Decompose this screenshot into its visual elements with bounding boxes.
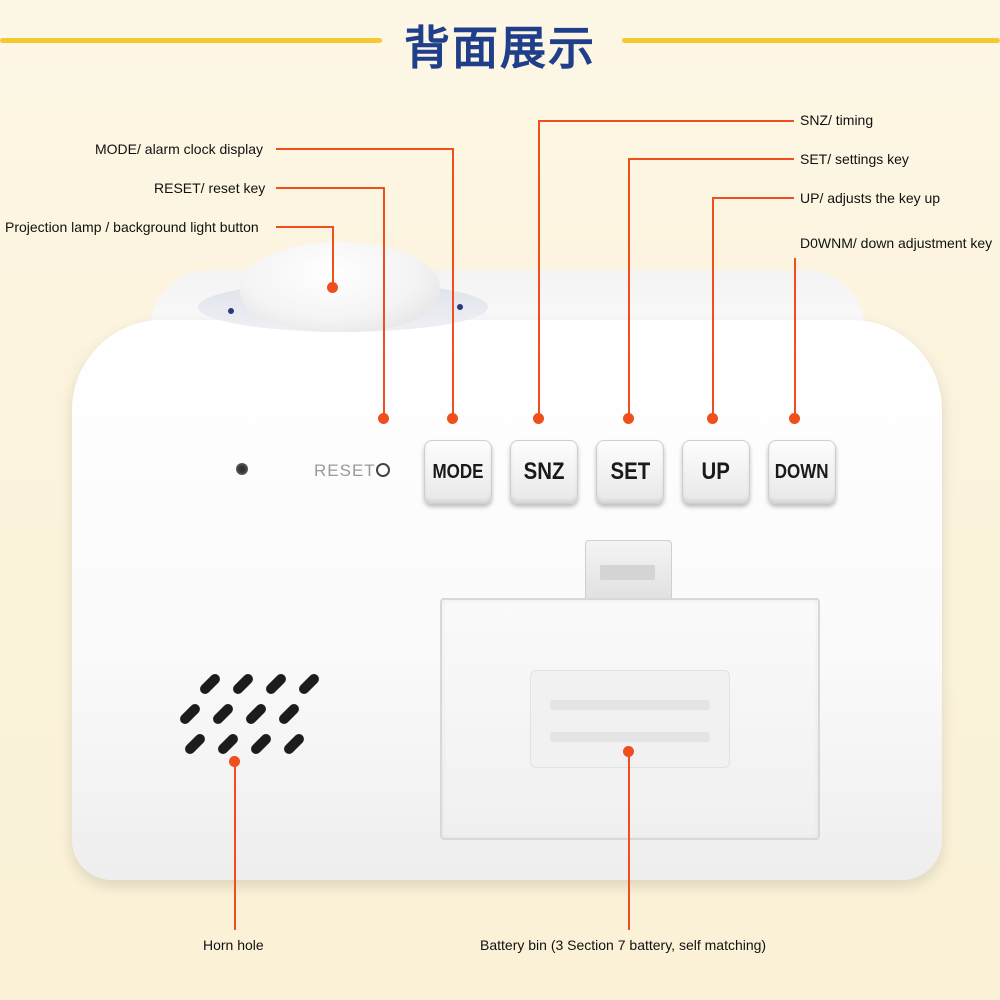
callout-set-label: SET/ settings key xyxy=(800,151,909,167)
set-button[interactable]: SET xyxy=(596,440,664,504)
callout-reset-label: RESET/ reset key xyxy=(154,180,266,196)
title-line-right xyxy=(622,38,1000,43)
callout-up-label: UP/ adjusts the key up xyxy=(800,190,941,206)
reset-button[interactable] xyxy=(376,463,390,477)
emboss-text-line xyxy=(550,732,710,742)
callout-set-line xyxy=(628,158,630,418)
callout-reset-dot xyxy=(378,413,389,424)
title-line-left xyxy=(0,38,382,43)
callout-snz-dot xyxy=(533,413,544,424)
callout-down-dot xyxy=(789,413,800,424)
callout-projection-dot xyxy=(327,282,338,293)
callout-battery-dot xyxy=(623,746,634,757)
callout-battery-line xyxy=(628,752,630,930)
callout-set-line xyxy=(628,158,794,160)
callout-up-line xyxy=(712,197,714,418)
projector-screw xyxy=(228,308,234,314)
up-button[interactable]: UP xyxy=(682,440,750,504)
callout-projection-line xyxy=(276,226,334,228)
callout-reset-line xyxy=(276,187,385,189)
mode-button[interactable]: MODE xyxy=(424,440,492,504)
callout-projection-label: Projection lamp / background light butto… xyxy=(5,219,259,235)
emboss-text-line xyxy=(550,700,710,710)
callout-up-line xyxy=(712,197,794,199)
callout-down-label: D0WNM/ down adjustment key xyxy=(800,235,993,251)
page-title: 背面展示 xyxy=(404,21,596,75)
callout-battery-label: Battery bin (3 Section 7 battery, self m… xyxy=(480,937,767,953)
down-button[interactable]: DOWN xyxy=(768,440,836,504)
callout-snz-label: SNZ/ timing xyxy=(800,112,874,128)
projection-lamp-button[interactable] xyxy=(240,242,440,332)
callout-horn-label: Horn hole xyxy=(203,937,264,953)
callout-set-dot xyxy=(623,413,634,424)
callout-snz-line xyxy=(538,120,794,122)
indicator-hole xyxy=(236,463,248,475)
callout-horn-line xyxy=(234,762,236,930)
callout-up-dot xyxy=(707,413,718,424)
reset-label: RESET xyxy=(314,461,376,480)
latch-grip xyxy=(600,565,655,580)
projector-screw xyxy=(457,304,463,310)
callout-mode-dot xyxy=(447,413,458,424)
callout-down-line xyxy=(794,258,796,418)
snz-button[interactable]: SNZ xyxy=(510,440,578,504)
callout-projection-line xyxy=(332,226,334,286)
callout-mode-label: MODE/ alarm clock display xyxy=(95,141,264,157)
callout-reset-line xyxy=(383,187,385,417)
callout-mode-line xyxy=(276,148,454,150)
callout-horn-dot xyxy=(229,756,240,767)
callout-snz-line xyxy=(538,120,540,418)
callout-mode-line xyxy=(452,148,454,418)
